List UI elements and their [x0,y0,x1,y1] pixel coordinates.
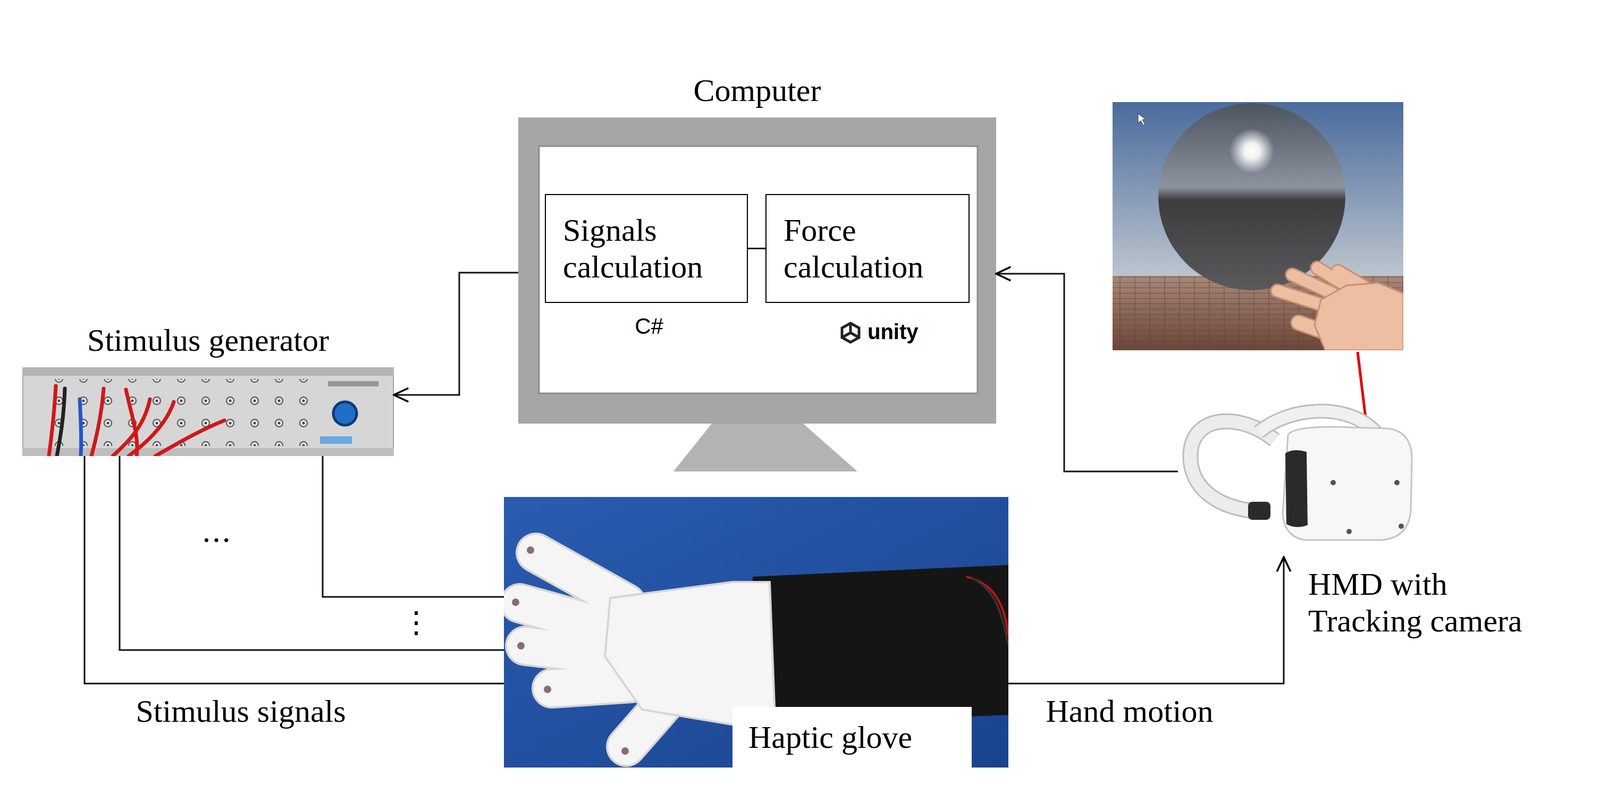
photo-background [503,497,1009,768]
panel-marking [327,381,379,387]
strap-buckle [1248,501,1271,520]
connector [1008,557,1284,684]
node-label: HMD with Tracking camera [1308,566,1543,640]
panel-rim [22,367,394,376]
connector-jacks [43,379,320,446]
monitor-illustration [518,117,997,472]
monitor-stand [673,423,858,472]
stimulus-generator-photo [22,367,394,457]
panel [22,367,394,457]
logo-outline [841,323,860,343]
node-label: Signals calculation [562,212,739,286]
panel-tag [320,436,352,444]
sleeve [752,565,1009,726]
computer-monitor: ComputerSignals calculation Force calcula… [518,69,997,424]
unity-logo [841,323,860,343]
haptic-glove: Haptic glove [503,497,1009,768]
cables [48,385,225,457]
knob [333,401,357,426]
logo-lines [841,323,860,338]
fingertip-wires [511,546,629,755]
haptic-glove-photo [503,497,1009,768]
hmd-illustration [1190,411,1412,541]
stimulus-generator: Stimulus generator [22,318,394,457]
cursor [1138,113,1147,126]
tracking-cameras [1330,480,1404,535]
monitor-bezel [518,117,997,424]
connector [119,456,504,651]
panel-rim [22,448,394,457]
connector-label: Stimulus signals [131,693,350,730]
connector [84,456,504,684]
head-mounted-display: HMD with Tracking camera [1173,402,1414,542]
process-box: Force calculation [765,194,970,303]
node-label: Haptic glove [732,706,972,768]
headset-body [1282,426,1412,541]
node-label: Force calculation [783,212,960,286]
connector [393,272,519,395]
glove-body [604,582,776,726]
ellipsis-mark: … [201,514,232,549]
face-gasket [1285,450,1308,527]
sphere-highlight [1229,128,1275,174]
monitor-screen [539,146,978,394]
language-label: C# [634,313,664,340]
connector [322,456,504,597]
node-label: Stimulus generator [22,318,394,362]
process-box: Signals calculation [544,194,748,303]
connector [996,273,1178,472]
wire [966,576,1009,636]
engine-label: unity [867,319,919,344]
connector [747,247,766,250]
ellipsis-mark: ⋮ [401,605,432,640]
wire [971,577,1009,646]
connector-label: Hand motion [1041,693,1218,730]
node-label: Computer [518,69,997,112]
virtual-hand-palm [1314,282,1404,351]
vr-scene [1112,102,1404,351]
